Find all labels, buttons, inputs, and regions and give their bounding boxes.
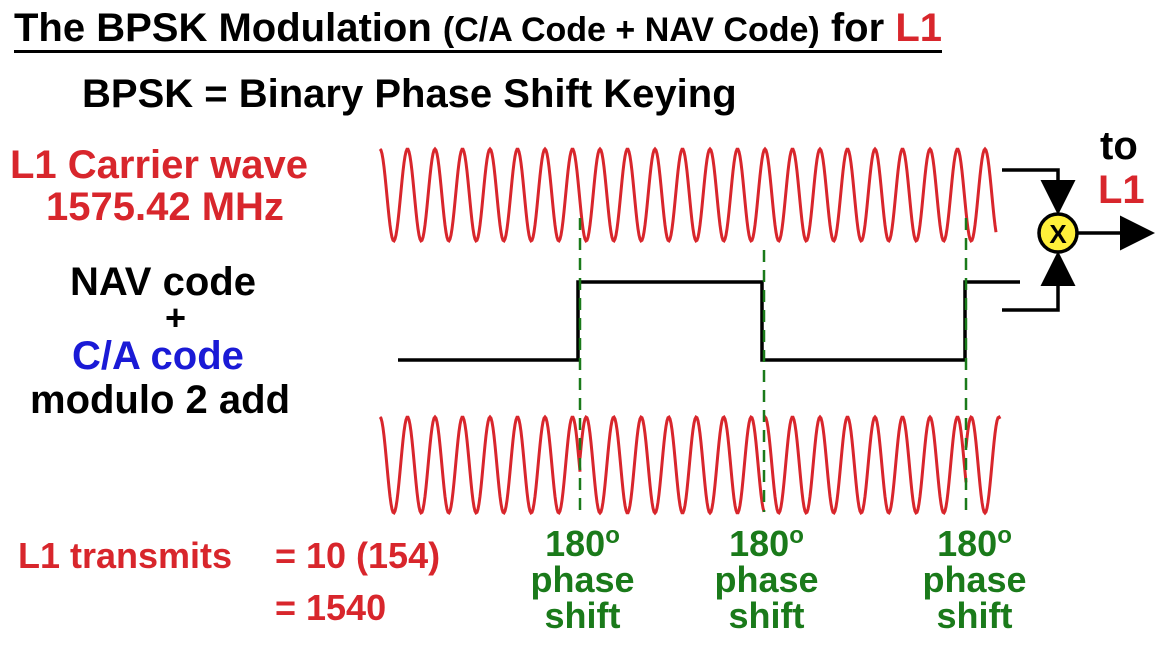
code-signal xyxy=(398,280,1020,362)
title-codes: (C/A Code + NAV Code) xyxy=(442,11,820,49)
to-label: to xyxy=(1100,124,1138,168)
phase-shift-degrees: 180o xyxy=(545,522,620,564)
phase-shift-label-3: 180o phase shift xyxy=(912,518,1037,634)
transmits-value-2: 1540 xyxy=(306,587,387,628)
title-l1: L1 xyxy=(895,6,942,50)
page-title: The BPSK Modulation (C/A Code + NAV Code… xyxy=(14,8,942,53)
nav-code-label: NAV code xyxy=(70,260,256,304)
carrier-wave xyxy=(378,146,998,243)
phase-shift-degrees: 180o xyxy=(937,522,1012,564)
carrier-frequency: 1575.42 MHz xyxy=(46,185,284,229)
phase-shift-degrees: 180o xyxy=(729,522,804,564)
carrier-to-multiplier-arrow xyxy=(1002,168,1076,215)
carrier-label: L1 Carrier wave xyxy=(10,143,308,187)
ca-code-label: C/A code xyxy=(72,334,244,378)
transmits-equals-2: = xyxy=(275,587,297,628)
to-target-label: L1 xyxy=(1098,168,1145,212)
plus-sign: + xyxy=(165,297,187,338)
transmits-equals-1: = xyxy=(275,535,297,576)
phase-shift-shift: shift xyxy=(936,595,1013,636)
title-main: The BPSK Modulation xyxy=(14,6,432,50)
transmits-value-1: 10 (154) xyxy=(306,535,441,576)
modulated-wave-segment-1 xyxy=(378,414,582,515)
transmits-label: L1 transmits xyxy=(18,535,233,576)
phase-shift-word: phase xyxy=(714,559,819,600)
phase-shift-shift: shift xyxy=(544,595,621,636)
phase-shift-word: phase xyxy=(530,559,635,600)
title-for: for xyxy=(830,6,885,50)
phase-shift-label-2: 180o phase shift xyxy=(704,518,829,634)
phase-shift-label-1: 180o phase shift xyxy=(520,518,645,634)
phase-shift-shift: shift xyxy=(728,595,805,636)
modulated-wave-segment-3 xyxy=(762,414,968,515)
multiplier-symbol: X xyxy=(1049,219,1067,249)
modulated-wave-segment-2 xyxy=(578,415,766,516)
modulo-label: modulo 2 add xyxy=(30,378,290,422)
phase-shift-word: phase xyxy=(922,559,1027,600)
code-to-multiplier-arrow xyxy=(1002,251,1076,312)
modulated-wave-segment-4 xyxy=(964,415,1002,516)
multiplier-circle xyxy=(1037,212,1079,254)
subtitle: BPSK = Binary Phase Shift Keying xyxy=(82,72,737,116)
